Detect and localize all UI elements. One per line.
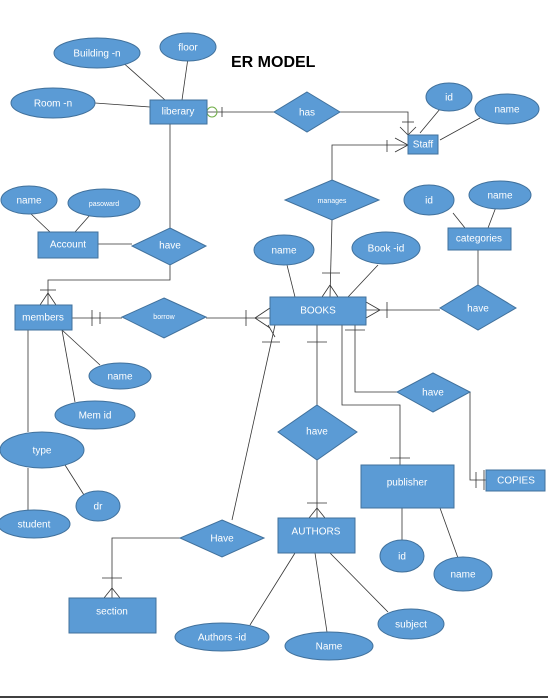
relationship-have-section-label: Have <box>210 534 234 545</box>
attribute-author-subject: subject <box>377 608 445 640</box>
diagram-title: ER MODEL <box>231 54 316 71</box>
entity-library: liberary <box>149 99 208 125</box>
attribute-book-name-label: name <box>271 246 296 257</box>
entity-copies: COPIES <box>485 469 546 492</box>
entity-members-label: members <box>22 313 64 324</box>
attribute-staff-name-label: name <box>494 105 519 116</box>
attribute-book-name: name <box>253 234 315 266</box>
entity-staff: Staff <box>407 134 439 155</box>
relationship-borrow: borrow <box>120 297 208 339</box>
attribute-account-password-label: pasoward <box>89 201 119 208</box>
attribute-member-type: type <box>0 431 85 469</box>
attribute-staff-name: name <box>474 93 540 125</box>
attribute-staff-id: id <box>425 82 473 112</box>
attribute-category-name: name <box>468 180 532 210</box>
attribute-author-name-label: Name <box>316 642 343 653</box>
entity-copies-label: COPIES <box>497 476 535 487</box>
entity-categories-label: categories <box>456 234 502 245</box>
attribute-building: Building -n <box>53 37 141 69</box>
entity-publisher: publisher <box>360 464 455 509</box>
attribute-type-dr: dr <box>75 490 121 522</box>
entity-authors: AUTHORS <box>277 517 356 554</box>
attribute-floor: floor <box>159 32 217 62</box>
entity-publisher-label: publisher <box>387 478 428 489</box>
entity-authors-label: AUTHORS <box>292 527 341 538</box>
attribute-building-label: Building -n <box>73 49 120 60</box>
attribute-account-password: pasoward <box>67 188 141 218</box>
relationship-has-label: has <box>299 108 315 119</box>
attribute-type-student-label: student <box>18 520 51 531</box>
attribute-author-id: Authors -id <box>174 622 270 652</box>
attribute-category-name-label: name <box>487 191 512 202</box>
attribute-account-name: name <box>0 185 58 215</box>
attribute-member-id: Mem id <box>54 400 136 430</box>
relationship-have-account: have <box>130 227 208 266</box>
relationship-borrow-label: borrow <box>153 314 175 321</box>
entity-section: section <box>68 597 157 634</box>
relationship-have-copies: have <box>395 372 472 413</box>
attribute-publisher-id-label: id <box>398 552 406 563</box>
attribute-publisher-name-label: name <box>450 570 475 581</box>
entity-members: members <box>14 304 73 331</box>
attribute-book-id-label: Book -id <box>368 244 405 255</box>
relationship-have-account-label: have <box>159 241 181 252</box>
attribute-category-id-label: id <box>425 196 433 207</box>
attribute-publisher-id: id <box>379 539 425 573</box>
entity-account: Account <box>37 231 99 259</box>
relationship-has: has <box>273 91 341 133</box>
relationship-have-categories-label: have <box>467 304 489 315</box>
entity-categories: categories <box>447 227 512 251</box>
attribute-author-id-label: Authors -id <box>198 633 246 644</box>
attribute-member-id-label: Mem id <box>79 411 112 422</box>
relationship-manages-label: manages <box>318 198 347 205</box>
connectors <box>27 57 497 633</box>
attribute-author-name: Name <box>284 631 374 661</box>
attribute-member-name: name <box>88 362 152 390</box>
attribute-category-id: id <box>403 184 455 216</box>
attribute-member-type-label: type <box>33 446 52 457</box>
attribute-staff-id-label: id <box>445 93 453 104</box>
entity-books-label: BOOKS <box>300 306 336 317</box>
attribute-floor-label: floor <box>178 43 198 54</box>
relationship-have-section: Have <box>178 519 266 558</box>
relationship-have-copies-label: have <box>422 388 444 399</box>
attribute-book-id: Book -id <box>351 231 421 265</box>
attribute-type-student: student <box>0 509 71 539</box>
relationship-have-authors-label: have <box>306 427 328 438</box>
relationship-manages: manages <box>283 179 381 221</box>
attribute-room-label: Room -n <box>34 99 72 110</box>
attribute-author-subject-label: subject <box>395 620 427 631</box>
attribute-room: Room -n <box>10 87 96 119</box>
attribute-member-name-label: name <box>107 372 132 383</box>
entity-account-label: Account <box>50 240 86 251</box>
entity-library-label: liberary <box>162 107 195 118</box>
attribute-publisher-name: name <box>433 556 493 592</box>
relationship-have-authors: have <box>277 404 358 461</box>
entity-staff-label: Staff <box>413 140 434 151</box>
entity-section-label: section <box>96 607 128 618</box>
relationship-have-categories: have <box>439 284 517 331</box>
attribute-account-name-label: name <box>16 196 41 207</box>
entity-books: BOOKS <box>269 296 367 326</box>
attribute-type-dr-label: dr <box>94 502 104 513</box>
